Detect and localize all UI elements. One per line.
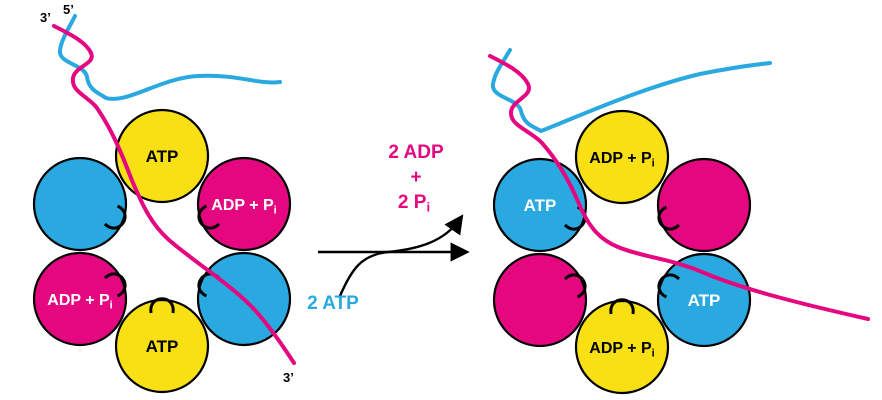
reaction-arrow-group: [318, 214, 470, 297]
dna-strand-blue-right: [491, 48, 772, 134]
reaction-products-line1: 2 ADP: [388, 142, 444, 163]
right-subunit-lower-right: [656, 252, 752, 348]
subunit-label: ADP + Pi: [589, 340, 654, 360]
dna-3prime-label-bottom: 3’: [283, 370, 294, 385]
dna-strand-magenta-right: [488, 54, 870, 321]
subunit-label: ATP: [146, 147, 179, 166]
right-subunit-upper-left: [492, 157, 588, 253]
subunit-label: ATP: [688, 291, 721, 310]
left-subunit-top: [114, 108, 210, 204]
subunit-label: ADP + Pi: [47, 292, 112, 312]
dna-strand-blue-left: [58, 14, 282, 101]
right-subunit-lower-left: [492, 252, 588, 348]
subunit-label: ATP: [146, 337, 179, 356]
left-subunit-upper-right: [196, 156, 292, 252]
right-subunit-top: [574, 109, 670, 205]
subunit-label: ADP + Pi: [211, 197, 276, 217]
dna-5prime-label-top: 5’: [63, 2, 74, 17]
left-subunit-lower-left: [32, 251, 128, 347]
dna-strand-magenta-left: [52, 24, 296, 365]
subunit-label: ADP + Pi: [589, 150, 654, 170]
left-helicase-complex: [32, 108, 292, 394]
right-helicase-complex: [492, 109, 752, 395]
reaction-products-line3: 2 Pi: [398, 192, 430, 215]
subunit-label: ATP: [524, 196, 557, 215]
right-subunit-upper-right: [656, 157, 752, 253]
reaction-substrate-label: 2 ATP: [307, 293, 359, 314]
left-subunit-upper-left: [32, 156, 128, 252]
atp-hydrolysis-curved-arrow: [338, 214, 464, 297]
reaction-products-line2: +: [410, 167, 421, 188]
dna-3prime-label-top: 3’: [40, 10, 51, 25]
